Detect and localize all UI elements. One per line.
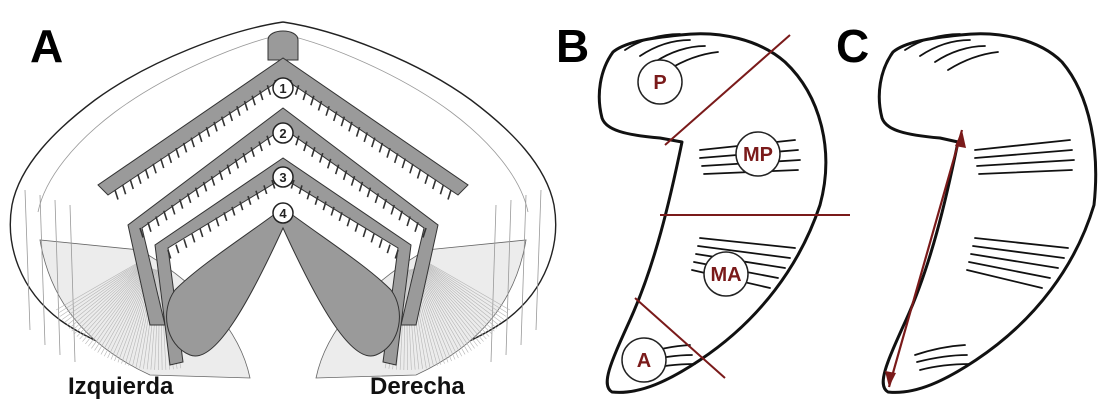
- gill-raker: [425, 174, 428, 184]
- gill-raker: [130, 180, 133, 190]
- gill-raker: [363, 228, 366, 237]
- gill-raker: [176, 245, 179, 254]
- svg-text:A: A: [637, 350, 651, 372]
- gill-raker: [161, 159, 164, 169]
- left-side-label: Izquierda: [68, 373, 174, 400]
- gill-raker: [399, 211, 402, 221]
- gill-raker: [379, 143, 382, 153]
- gill-raker: [448, 190, 451, 200]
- gill-raker: [415, 222, 418, 232]
- arch-number-2: 2: [273, 123, 293, 143]
- gill-raker: [200, 228, 203, 237]
- gill-raker: [407, 216, 410, 226]
- arch-number-4: 4: [273, 203, 293, 223]
- gill-raker: [371, 234, 374, 243]
- gill-raker: [192, 234, 195, 243]
- region-label-ma: MA: [704, 252, 748, 296]
- gill-arch-4: [167, 208, 400, 356]
- gill-raker: [176, 148, 179, 158]
- gill-raker: [402, 159, 405, 169]
- gill-raker: [138, 174, 141, 184]
- gill-raker: [440, 185, 443, 195]
- gill-raker: [387, 148, 390, 158]
- panel-c: C: [836, 20, 1096, 392]
- panel-b: B P: [556, 20, 850, 392]
- region-label-mp: MP: [736, 132, 780, 176]
- ridges-c: [905, 34, 1074, 370]
- svg-text:MP: MP: [743, 144, 773, 166]
- gill-raker: [184, 239, 187, 248]
- region-label-p: P: [638, 60, 682, 104]
- svg-text:1: 1: [279, 81, 286, 96]
- gill-raker: [168, 153, 171, 163]
- svg-text:3: 3: [279, 170, 286, 185]
- right-side-label: Derecha: [370, 373, 465, 400]
- gill-raker: [191, 138, 194, 148]
- svg-text:4: 4: [279, 206, 287, 221]
- gill-raker: [123, 185, 126, 195]
- gill-raker: [208, 223, 211, 232]
- gill-raker: [184, 143, 187, 153]
- gill-raker: [216, 218, 219, 227]
- arch-number-1: 1: [273, 78, 293, 98]
- gill-raker: [379, 239, 382, 248]
- svg-text:MA: MA: [710, 264, 741, 286]
- gill-raker: [347, 218, 350, 227]
- panel-a-letter: A: [30, 20, 63, 72]
- gill-raker: [148, 222, 151, 232]
- gill-arch-outline-b: [599, 34, 826, 393]
- gill-raker: [164, 211, 167, 221]
- gill-raker: [145, 169, 148, 179]
- arch-number-3: 3: [273, 167, 293, 187]
- gill-raker: [156, 216, 159, 226]
- panel-b-letter: B: [556, 20, 589, 72]
- gill-raker: [418, 169, 421, 179]
- panel-c-letter: C: [836, 20, 869, 72]
- division-line-p-mp: [665, 35, 790, 145]
- gill-raker: [410, 164, 413, 174]
- gill-raker: [153, 164, 156, 174]
- region-label-a: A: [622, 338, 666, 382]
- arch-top-knob: [268, 31, 298, 60]
- gill-raker: [115, 190, 118, 200]
- gill-raker: [372, 138, 375, 148]
- gill-raker: [387, 245, 390, 254]
- gill-raker: [355, 223, 358, 232]
- svg-text:P: P: [653, 72, 666, 94]
- panel-a: A: [10, 20, 555, 400]
- gill-arch-outline-c: [879, 34, 1095, 393]
- gill-raker: [395, 153, 398, 163]
- gill-raker: [433, 180, 436, 190]
- svg-text:2: 2: [279, 126, 286, 141]
